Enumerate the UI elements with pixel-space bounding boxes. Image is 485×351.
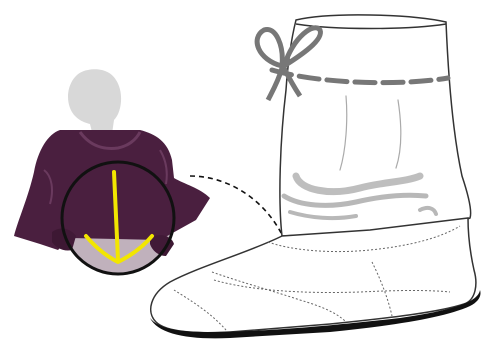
- person-head: [68, 69, 121, 134]
- back-magnifier: [62, 162, 174, 274]
